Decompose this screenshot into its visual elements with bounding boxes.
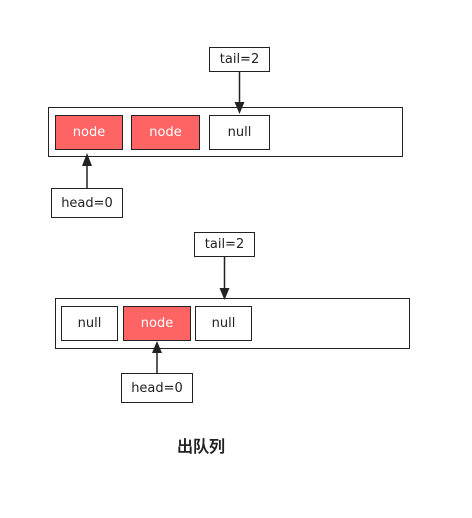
array-cell-top-0: node [55, 115, 123, 150]
array-cell-bottom-2: null [195, 306, 252, 341]
tail-arrowhead-top [234, 102, 245, 114]
head-arrowhead-bottom [152, 341, 162, 353]
array-cell-top-2: null [209, 115, 270, 150]
diagram-caption: 出队列 [177, 437, 226, 456]
array-cell-bottom-0: null [61, 306, 118, 341]
head-pointer-top: head=0 [51, 188, 123, 218]
head-arrowhead-top [82, 153, 92, 166]
tail-arrowhead-bottom [219, 288, 230, 300]
array-cell-bottom-1: node [123, 306, 191, 341]
array-cell-top-1: node [131, 115, 200, 150]
tail-pointer-bottom: tail=2 [194, 232, 255, 257]
head-pointer-bottom: head=0 [121, 373, 193, 403]
tail-pointer-top: tail=2 [209, 47, 270, 72]
